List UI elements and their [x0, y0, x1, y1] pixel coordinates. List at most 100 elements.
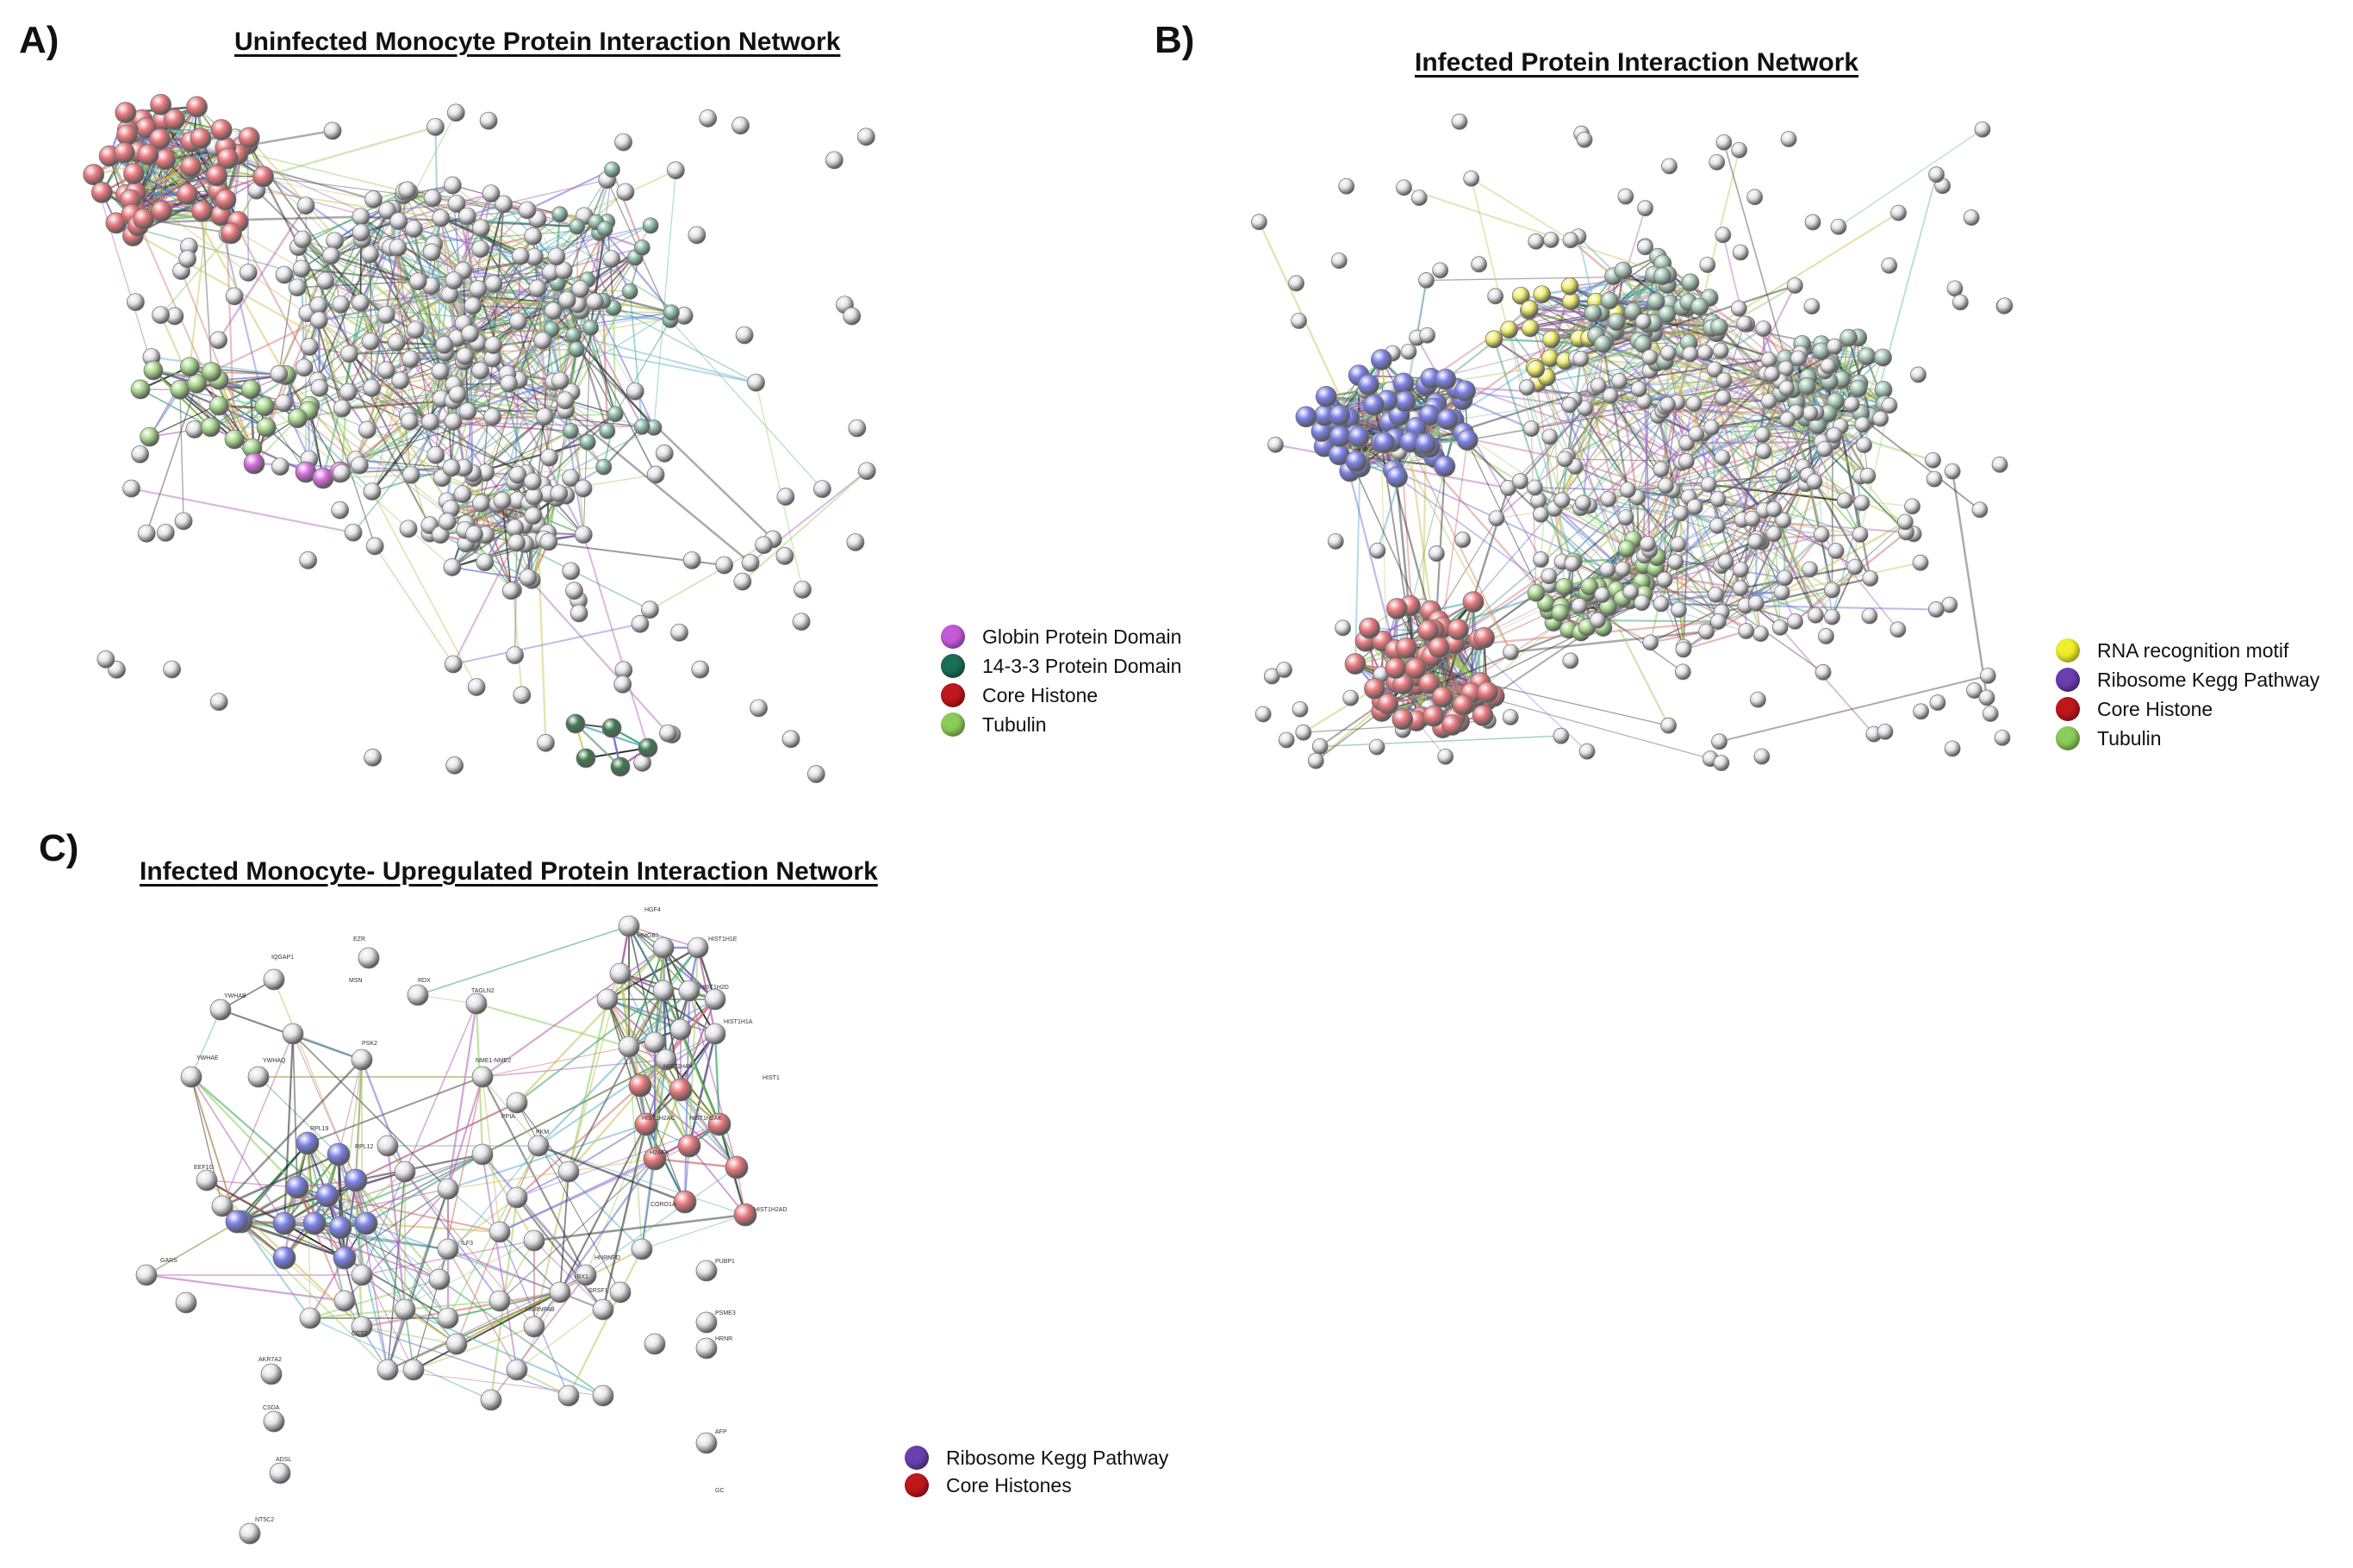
- legend-swatch: [2056, 638, 2080, 663]
- protein-node: [275, 394, 293, 413]
- protein-node: [1418, 404, 1441, 426]
- protein-node: [1512, 473, 1528, 489]
- interaction-edge: [1608, 401, 1678, 500]
- interaction-edge: [1472, 507, 1555, 603]
- interaction-edge: [296, 286, 397, 344]
- protein-node: [599, 422, 616, 439]
- protein-node: [225, 287, 244, 306]
- interaction-edge: [327, 1194, 501, 1234]
- protein-node: [275, 265, 294, 284]
- protein-node: [282, 1023, 304, 1045]
- protein-node: [422, 243, 441, 262]
- protein-node: [1520, 300, 1539, 319]
- protein-node: [394, 1298, 416, 1321]
- interaction-edge: [463, 235, 533, 271]
- protein-node: [115, 102, 137, 124]
- protein-node: [1928, 166, 1945, 184]
- node-label: HRNR: [715, 1336, 732, 1342]
- protein-node: [1979, 667, 1996, 684]
- protein-node: [537, 733, 555, 752]
- protein-node: [812, 480, 831, 499]
- protein-node: [806, 765, 825, 783]
- interaction-edge: [628, 1046, 690, 1147]
- interaction-edge: [688, 1145, 746, 1216]
- protein-node: [1804, 214, 1821, 231]
- protein-node: [243, 452, 265, 475]
- protein-node: [1682, 345, 1699, 363]
- interaction-edge: [1783, 520, 1856, 568]
- protein-node: [1696, 345, 1714, 361]
- interaction-edge: [318, 320, 441, 372]
- interaction-edge: [1657, 499, 1719, 558]
- protein-node: [604, 161, 620, 178]
- protein-node: [1896, 513, 1914, 531]
- interaction-edge: [1683, 577, 1786, 650]
- interaction-edge: [1549, 276, 1615, 359]
- interaction-edge: [1649, 550, 1824, 673]
- interaction-edge: [1741, 519, 1907, 533]
- protein-node: [1861, 607, 1878, 625]
- protein-node: [669, 1018, 692, 1041]
- interaction-edge: [360, 215, 455, 282]
- protein-node: [1653, 595, 1670, 613]
- node-label: HGF4: [644, 907, 661, 913]
- interaction-edge: [161, 210, 387, 371]
- interaction-edge: [318, 304, 465, 469]
- node-label: YBX1: [573, 1274, 588, 1280]
- interaction-edge: [1534, 487, 1624, 570]
- interaction-edge: [503, 178, 607, 205]
- protein-node: [1849, 379, 1868, 398]
- protein-node: [669, 1078, 693, 1102]
- interaction-edge: [143, 218, 232, 234]
- protein-node: [1527, 360, 1546, 378]
- legend-item: Ribosome Kegg Pathway: [2056, 665, 2319, 694]
- interaction-edge: [283, 314, 387, 404]
- protein-node: [354, 1211, 378, 1235]
- legend-swatch: [941, 625, 965, 649]
- interaction-edge: [641, 1214, 746, 1250]
- protein-node: [547, 247, 566, 266]
- protein-node: [1345, 451, 1367, 472]
- legend-swatch: [941, 683, 965, 707]
- panel-a-title: Uninfected Monocyte Protein Interaction …: [234, 28, 841, 56]
- protein-node: [495, 195, 513, 214]
- protein-node: [135, 1264, 158, 1286]
- protein-node: [247, 1066, 270, 1088]
- protein-node: [1533, 506, 1549, 523]
- interaction-edge: [1655, 483, 1806, 569]
- protein-node: [476, 553, 495, 571]
- interaction-edge: [1529, 308, 1594, 314]
- interaction-edge: [318, 304, 519, 322]
- protein-node: [1288, 275, 1304, 292]
- interaction-edge: [309, 1279, 440, 1319]
- protein-node: [1541, 568, 1558, 585]
- protein-node: [1415, 432, 1437, 455]
- legend-item: Ribosome Kegg Pathway: [905, 1444, 1168, 1472]
- interaction-edge: [527, 576, 669, 734]
- protein-node: [1712, 342, 1729, 359]
- node-label: PPIA: [501, 1114, 515, 1120]
- interaction-edge: [482, 1059, 667, 1078]
- protein-node: [1637, 200, 1653, 217]
- interaction-edge: [536, 525, 547, 744]
- interaction-edge: [575, 723, 621, 768]
- interaction-edge: [386, 1188, 450, 1371]
- protein-node: [695, 1311, 718, 1334]
- interaction-edge: [140, 389, 211, 428]
- legend-label: RNA recognition motif: [2097, 638, 2289, 662]
- legend-item: 14-3-3 Protein Domain: [941, 651, 1181, 681]
- protein-node: [652, 936, 675, 959]
- protein-node: [1452, 694, 1474, 716]
- protein-node: [83, 164, 105, 186]
- protein-node: [1802, 405, 1819, 422]
- protein-node: [667, 161, 685, 180]
- interaction-edge: [297, 190, 405, 248]
- protein-node: [652, 980, 675, 1002]
- protein-node: [565, 713, 586, 734]
- protein-node: [781, 730, 800, 749]
- protein-node: [595, 458, 613, 476]
- protein-node: [579, 433, 596, 451]
- interaction-edge: [146, 1273, 345, 1303]
- protein-node: [131, 445, 150, 464]
- interaction-edge: [308, 1257, 346, 1319]
